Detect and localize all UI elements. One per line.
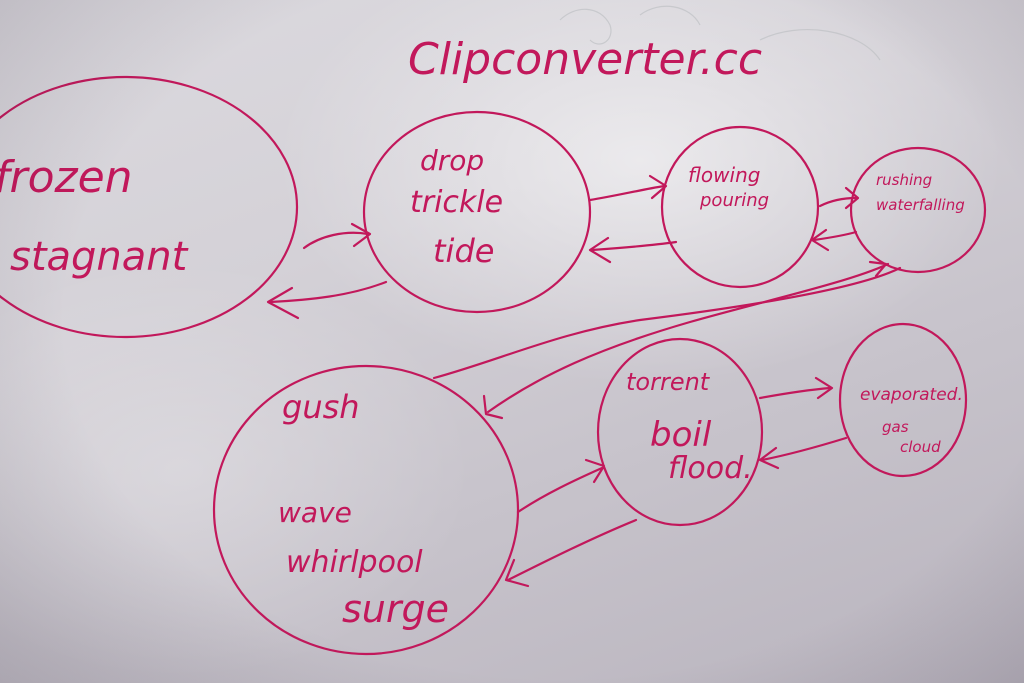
node-flowing-label-2: pouring <box>699 190 769 211</box>
arrow-drop-to-flowing <box>588 184 666 202</box>
arrow-flowing-to-drop <box>590 240 678 252</box>
arrowhead <box>584 458 606 484</box>
arrow-torrent-to-evaporated <box>758 386 832 400</box>
node-gush-circle <box>212 364 520 656</box>
node-torrent-label-2: boil <box>650 415 712 455</box>
erased-mark <box>639 5 701 26</box>
node-torrent-circle <box>596 337 764 527</box>
arrowhead <box>588 236 612 264</box>
arrow-rushing-to-flowing <box>812 230 858 242</box>
arrow-gush-to-rushing <box>486 262 890 414</box>
arrowhead <box>504 558 530 588</box>
erased-mark <box>559 8 612 45</box>
node-drop-label-2: trickle <box>410 185 503 220</box>
arrow-evaporated-to-torrent <box>760 436 848 462</box>
arrowhead <box>810 228 830 252</box>
node-drop-label-3: tide <box>433 232 494 270</box>
node-gush-label-2: wave <box>278 496 352 529</box>
arrowhead <box>814 376 834 400</box>
node-evaporated-label-3: cloud <box>900 438 941 456</box>
arrow-rushing-to-gush <box>432 266 902 380</box>
node-frozen-label-2: stagnant <box>10 234 189 280</box>
arrowhead <box>266 286 300 320</box>
node-rushing-circle <box>849 146 987 274</box>
arrow-drop-to-frozen <box>268 280 388 304</box>
whiteboard-title: Clipconverter.cc <box>408 34 762 85</box>
node-gush-label-1: gush <box>282 388 360 426</box>
arrowhead <box>758 446 780 470</box>
node-torrent-label-1: torrent <box>626 368 711 396</box>
node-evaporated-label-1: evaporated. <box>860 385 963 405</box>
node-flowing-label-1: flowing <box>688 163 760 187</box>
node-rushing-label-1: rushing <box>876 171 932 189</box>
node-evaporated-label-2: gas <box>882 418 909 436</box>
node-flowing-circle <box>660 125 820 289</box>
node-torrent-label-3: flood. <box>668 451 753 486</box>
node-rushing-label-2: waterfalling <box>876 196 965 214</box>
node-drop-label-1: drop <box>420 144 484 177</box>
arrowhead <box>482 394 504 420</box>
arrow-gush-to-torrent <box>516 466 604 514</box>
arrowhead <box>844 186 860 210</box>
node-frozen-label-1: frozen <box>0 152 133 203</box>
arrow-frozen-to-drop <box>302 231 370 250</box>
arrowhead <box>648 174 668 200</box>
erased-mark <box>759 29 881 61</box>
arrow-torrent-to-gush <box>506 518 638 582</box>
node-gush-label-3: whirlpool <box>286 545 423 580</box>
node-evaporated-circle <box>838 322 968 478</box>
node-drop-circle <box>362 110 592 314</box>
arrowhead <box>868 260 888 278</box>
arrowhead <box>350 222 372 248</box>
node-gush-label-4: surge <box>342 587 449 631</box>
arrow-flowing-to-rushing <box>818 196 858 208</box>
node-frozen-circle <box>0 75 299 339</box>
